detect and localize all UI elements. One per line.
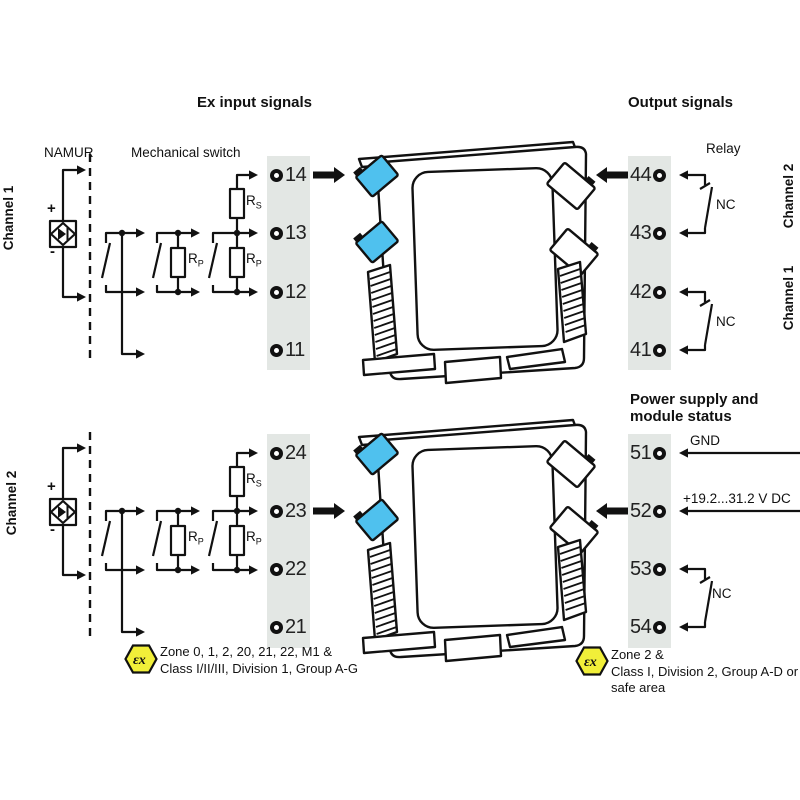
output-arrow-bottom xyxy=(596,503,628,519)
ex-hexagon-icon xyxy=(575,646,609,676)
terminal-circle-icon xyxy=(653,226,667,240)
terminal-strip-input-ch2: 24 23 22 21 xyxy=(267,434,310,648)
power-heading: Power supply and module status xyxy=(630,391,759,425)
terminal-circle-icon xyxy=(270,343,283,357)
terminal-13: 13 xyxy=(270,222,307,244)
output-heading: Output signals xyxy=(628,94,733,111)
terminal-circle-icon xyxy=(653,343,667,357)
terminal-14: 14 xyxy=(270,164,307,186)
status-relay-contact xyxy=(677,563,714,633)
terminal-circle-icon xyxy=(270,226,283,240)
input-wiring-ch2 xyxy=(48,430,260,638)
terminal-43: 43 xyxy=(630,222,667,244)
sensor-minus-ch2: - xyxy=(50,521,55,538)
terminal-11: 11 xyxy=(270,339,305,361)
sensor-plus-ch1: + xyxy=(47,200,56,217)
gnd-label: GND xyxy=(690,433,720,448)
terminal-strip-power-status: 51 52 53 54 xyxy=(628,434,671,648)
mechanical-switch-label: Mechanical switch xyxy=(131,145,241,160)
ex-input-heading: Ex input signals xyxy=(197,94,313,111)
terminal-circle-icon xyxy=(270,620,283,634)
ex-logo-hazardous: εx xyxy=(124,644,158,674)
terminal-circle-icon xyxy=(270,562,283,576)
terminal-circle-icon xyxy=(653,168,667,182)
terminal-23: 23 xyxy=(270,500,307,522)
terminal-strip-input-ch1: 14 13 12 11 xyxy=(267,156,310,370)
nc-label-ch1: NC xyxy=(716,314,736,329)
svg-text:εx: εx xyxy=(133,653,146,668)
terminal-circle-icon xyxy=(653,562,667,576)
channel-1-label-left: Channel 1 xyxy=(1,185,17,251)
channel-2-label-right: Channel 2 xyxy=(781,163,797,229)
terminal-21: 21 xyxy=(270,616,307,638)
din-module-illustration-top xyxy=(351,140,603,385)
terminal-41: 41 xyxy=(630,339,667,361)
terminal-52: 52 xyxy=(630,500,667,522)
terminal-12: 12 xyxy=(270,281,307,303)
terminal-circle-icon xyxy=(270,168,283,182)
nc-label-ch2: NC xyxy=(716,197,736,212)
terminal-54: 54 xyxy=(630,616,667,638)
input-arrow-ch2 xyxy=(313,503,345,519)
supply-voltage-label: +19.2...31.2 V DC xyxy=(683,491,791,506)
safe-area-note: Zone 2 & Class I, Division 2, Group A-D … xyxy=(611,647,799,695)
terminal-circle-icon xyxy=(653,285,667,299)
terminal-circle-icon xyxy=(653,504,667,518)
sensor-minus-ch1: - xyxy=(50,243,55,260)
svg-text:εx: εx xyxy=(584,655,597,670)
resistor-rp-ch2-b: RP xyxy=(246,529,262,547)
terminal-circle-icon xyxy=(270,285,283,299)
resistor-rp-ch2-a: RP xyxy=(188,529,204,547)
resistor-rp-ch1-a: RP xyxy=(188,251,204,269)
resistor-rs-ch2: RS xyxy=(246,471,262,489)
output-arrow-top xyxy=(596,167,628,183)
relay-contact-ch1 xyxy=(677,286,714,356)
relay-contact-ch2 xyxy=(677,169,714,239)
terminal-circle-icon xyxy=(270,504,283,518)
nc-label-status: NC xyxy=(712,586,732,601)
terminal-51: 51 xyxy=(630,442,667,464)
terminal-circle-icon xyxy=(653,446,667,460)
relay-label: Relay xyxy=(706,141,741,156)
ex-hexagon-icon xyxy=(124,644,158,674)
channel-2-label-left: Channel 2 xyxy=(4,470,20,536)
terminal-44: 44 xyxy=(630,164,667,186)
resistor-rs-ch1: RS xyxy=(246,193,262,211)
namur-label: NAMUR xyxy=(44,145,94,160)
sensor-plus-ch2: + xyxy=(47,478,56,495)
terminal-strip-relay-outputs: 44 43 42 41 xyxy=(628,156,671,370)
input-wiring-ch1 xyxy=(48,152,260,360)
terminal-53: 53 xyxy=(630,558,667,580)
terminal-24: 24 xyxy=(270,442,307,464)
channel-1-label-right: Channel 1 xyxy=(781,265,797,331)
hazardous-area-note: Zone 0, 1, 2, 20, 21, 22, M1 & Class I/I… xyxy=(160,644,358,676)
resistor-rp-ch1-b: RP xyxy=(246,251,262,269)
terminal-circle-icon xyxy=(653,620,667,634)
din-module-illustration-bottom xyxy=(351,418,603,663)
ex-logo-safe: εx xyxy=(575,646,609,676)
terminal-42: 42 xyxy=(630,281,667,303)
terminal-circle-icon xyxy=(270,446,283,460)
input-arrow-ch1 xyxy=(313,167,345,183)
terminal-22: 22 xyxy=(270,558,307,580)
